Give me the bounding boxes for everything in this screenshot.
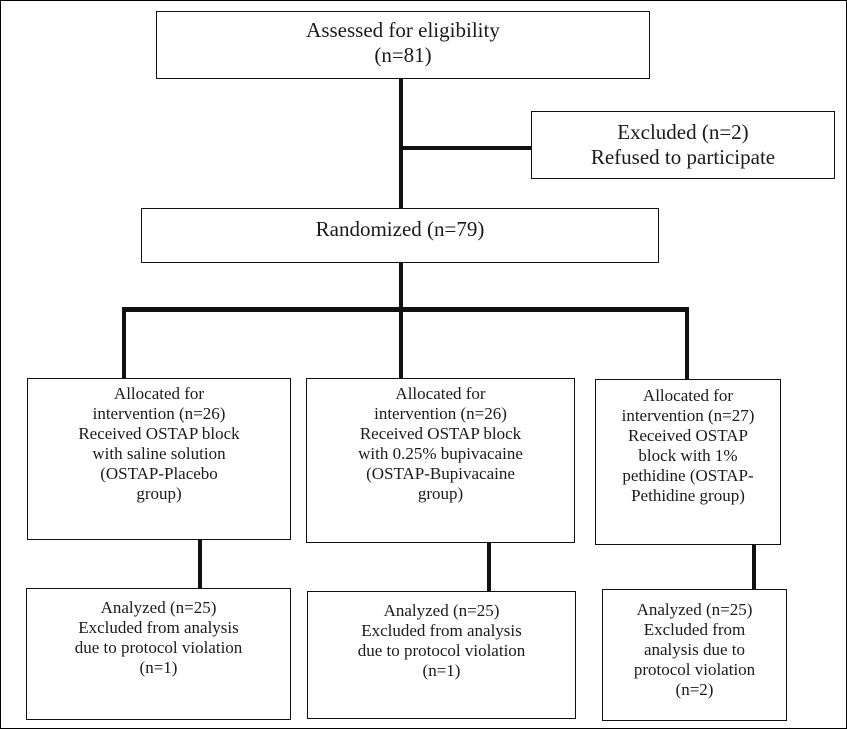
connector-allocation-3-to-analysis: [752, 544, 756, 590]
analysis-2-line-2: Excluded from analysis: [361, 621, 522, 640]
randomized-line-1: Randomized (n=79): [315, 217, 485, 241]
analysis-1-line-2: Excluded from analysis: [78, 618, 239, 637]
analysis-1-line-4: (n=1): [139, 658, 178, 677]
assessed-line-1: Assessed for eligibility: [306, 18, 500, 42]
analysis-3-line-3: analysis due to: [643, 640, 746, 659]
allocation-3-line-6: Pethidine group): [631, 486, 745, 505]
analysis-box-pethidine: Analyzed (n=25) Excluded from analysis d…: [602, 589, 787, 721]
analysis-3-line-4: protocol violation: [633, 660, 756, 679]
connector-allocation-1-to-analysis: [198, 539, 202, 589]
connector-to-allocation-2: [399, 307, 403, 379]
allocation-2-line-2: intervention (n=26): [374, 404, 507, 423]
analysis-box-bupivacaine: Analyzed (n=25) Excluded from analysis d…: [307, 591, 576, 719]
allocation-box-placebo: Allocated for intervention (n=26) Receiv…: [27, 378, 291, 540]
analysis-3-line-5: (n=2): [675, 680, 714, 699]
allocation-2-line-4: with 0.25% bupivacaine: [358, 444, 523, 463]
connector-assessed-to-randomized: [399, 78, 403, 209]
allocation-2-line-6: group): [417, 484, 464, 503]
assessed-box: Assessed for eligibility (n=81): [156, 11, 650, 79]
excluded-line-2: Refused to participate: [590, 145, 776, 169]
allocation-1-line-1: Allocated for: [113, 384, 205, 403]
allocation-box-pethidine: Allocated for intervention (n=27) Receiv…: [595, 379, 781, 545]
analysis-1-line-1: Analyzed (n=25): [100, 598, 217, 617]
analysis-3-line-1: Analyzed (n=25): [636, 600, 753, 619]
allocation-1-line-5: (OSTAP-Placebo: [100, 464, 218, 483]
excluded-box: Excluded (n=2) Refused to participate: [531, 111, 835, 179]
connector-to-allocation-1: [122, 307, 126, 379]
analysis-2-line-3: due to protocol violation: [357, 641, 526, 660]
allocation-2-line-5: (OSTAP-Bupivacaine: [366, 464, 515, 483]
analysis-1-line-3: due to protocol violation: [74, 638, 243, 657]
allocation-1-line-3: Received OSTAP block: [78, 424, 240, 443]
allocation-box-bupivacaine: Allocated for intervention (n=26) Receiv…: [306, 378, 575, 543]
allocation-1-line-6: group): [136, 484, 182, 503]
allocation-1-line-2: intervention (n=26): [92, 404, 226, 423]
allocation-3-line-5: pethidine (OSTAP-: [622, 466, 754, 485]
excluded-line-1: Excluded (n=2): [617, 120, 749, 144]
connector-to-excluded: [399, 146, 532, 150]
allocation-3-line-4: block with 1%: [638, 446, 738, 465]
connector-to-allocation-3: [685, 307, 689, 379]
analysis-2-line-1: Analyzed (n=25): [383, 601, 500, 620]
randomized-box: Randomized (n=79): [141, 208, 659, 263]
analysis-box-placebo: Analyzed (n=25) Excluded from analysis d…: [26, 588, 291, 720]
allocation-2-line-3: Received OSTAP block: [359, 424, 522, 443]
allocation-3-line-3: Received OSTAP: [628, 426, 748, 445]
assessed-line-2: (n=81): [374, 43, 432, 67]
analysis-3-line-2: Excluded from: [643, 620, 746, 639]
analysis-2-line-4: (n=1): [422, 661, 461, 680]
connector-randomized-down: [399, 262, 403, 310]
allocation-3-line-2: intervention (n=27): [621, 406, 755, 425]
allocation-3-line-1: Allocated for: [642, 386, 734, 405]
allocation-2-line-1: Allocated for: [395, 384, 486, 403]
connector-allocation-2-to-analysis: [487, 542, 491, 592]
allocation-1-line-4: with saline solution: [92, 444, 226, 463]
connector-horizontal-split: [122, 307, 689, 312]
